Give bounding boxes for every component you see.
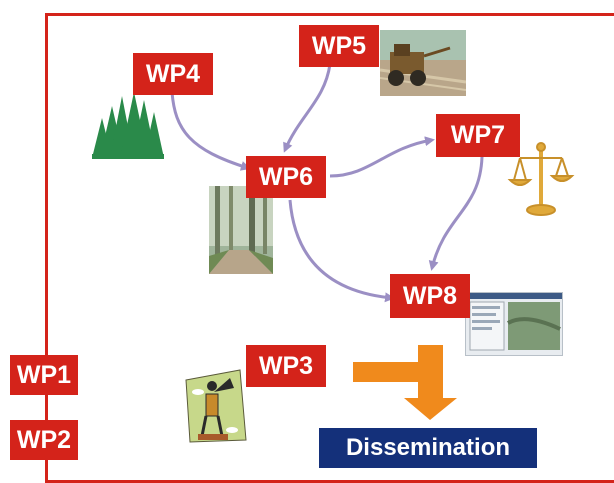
arrow-wp6-wp8 <box>288 199 395 303</box>
software-screenshot <box>465 292 563 356</box>
forestry-machine-photo <box>380 30 466 96</box>
wp6-box: WP6 <box>246 156 326 198</box>
wp7-box: WP7 <box>436 114 520 157</box>
wp2-box: WP2 <box>10 420 78 460</box>
arrow-wp4-wp6 <box>170 91 251 171</box>
wp8-box: WP8 <box>390 274 470 318</box>
arrow-wp6-wp7 <box>329 136 435 178</box>
wp5-box: WP5 <box>299 25 379 67</box>
orange-arrow <box>353 345 457 420</box>
wp3-box: WP3 <box>246 345 326 387</box>
dissemination-box: Dissemination <box>319 428 537 468</box>
arrow-wp5-wp6 <box>283 63 332 153</box>
wp4-box: WP4 <box>133 53 213 95</box>
forest-road-photo <box>209 186 273 274</box>
wp1-box: WP1 <box>10 355 78 395</box>
arrow-wp7-wp8 <box>428 156 484 271</box>
